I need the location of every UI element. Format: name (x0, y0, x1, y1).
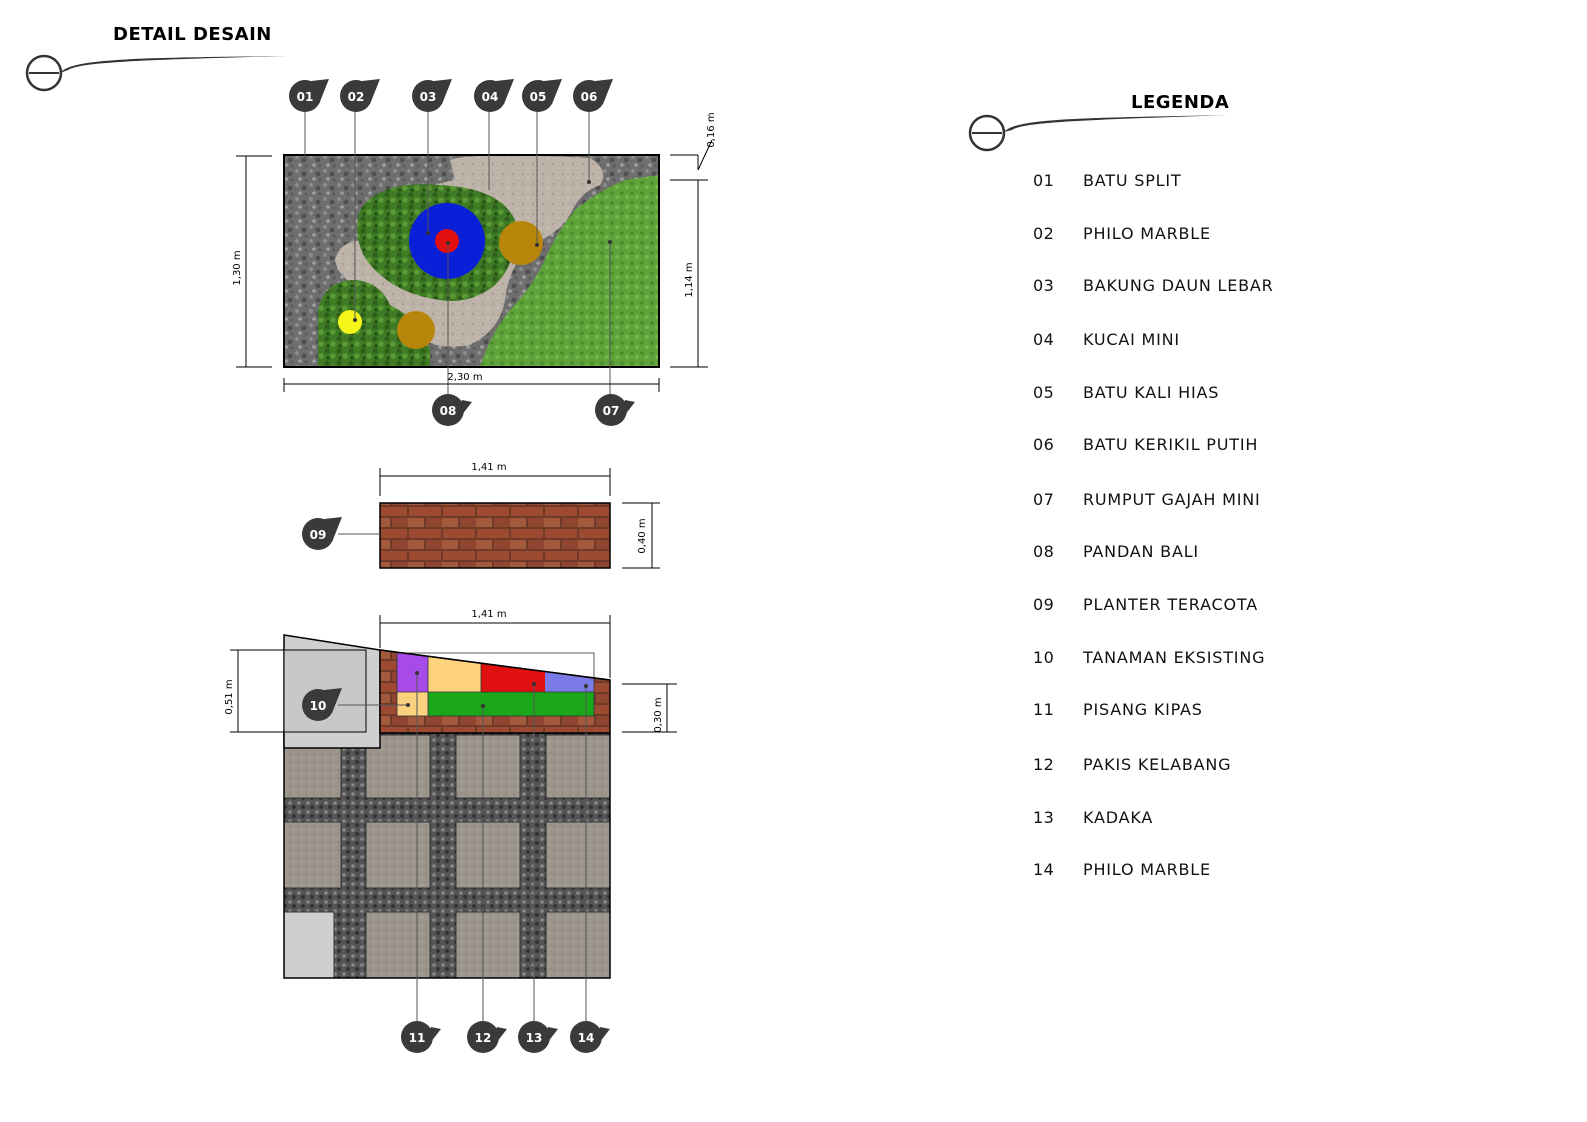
marker-05: 05 (522, 79, 562, 112)
legend-num: 03 (1033, 276, 1055, 295)
marker-label: 04 (482, 90, 499, 104)
marker-label: 05 (530, 90, 547, 104)
marker-10: 10 (302, 688, 342, 721)
legend-label: PLANTER TERACOTA (1083, 595, 1258, 614)
legend-num: 04 (1033, 330, 1055, 349)
marker-label: 13 (526, 1031, 543, 1045)
pond-center (435, 229, 459, 253)
marker-label: 08 (440, 404, 457, 418)
dim-bed-left-height: 0,51 m (224, 679, 235, 714)
dim-plan-width: 2,30 m (447, 372, 482, 383)
marker-02: 02 (340, 79, 380, 112)
legend-label: PAKIS KELABANG (1083, 755, 1232, 774)
marker-label: 09 (310, 528, 327, 542)
legend-label: PISANG KIPAS (1083, 700, 1203, 719)
marker-01: 01 (289, 79, 329, 112)
dim-planter-height: 0,40 m (637, 518, 648, 553)
grass-area (480, 175, 659, 367)
title-underline-icon (25, 54, 288, 92)
marker-label: 03 (420, 90, 437, 104)
dim-plan-top-offset: 0,16 m (706, 112, 717, 147)
marker-label: 11 (409, 1031, 426, 1045)
marker-09: 09 (302, 517, 342, 550)
marker-label: 14 (578, 1031, 595, 1045)
legend-num: 01 (1033, 171, 1055, 190)
legend-label: TANAMAN EKSISTING (1083, 648, 1266, 667)
legend-num: 10 (1033, 648, 1055, 667)
legend-title: LEGENDA (1131, 92, 1230, 113)
page-title: DETAIL DESAIN (113, 24, 272, 45)
marker-label: 06 (581, 90, 598, 104)
marker-06: 06 (573, 79, 613, 112)
marker-04: 04 (474, 79, 514, 112)
dim-bed-right-height: 0,30 m (653, 697, 664, 732)
dim-plan-height: 1,30 m (232, 250, 243, 285)
legend-label: BAKUNG DAUN LEBAR (1083, 276, 1274, 295)
marker-13: 13 (518, 1021, 558, 1053)
dim-planter-width: 1,41 m (471, 462, 506, 473)
marker-label: 01 (297, 90, 314, 104)
bed-view (230, 615, 677, 1022)
marker-label: 12 (475, 1031, 492, 1045)
legend-num: 08 (1033, 542, 1055, 561)
plan-view (236, 110, 713, 398)
legend-label: BATU KALI HIAS (1083, 383, 1220, 402)
legend-num: 09 (1033, 595, 1055, 614)
legend-label: KUCAI MINI (1083, 330, 1180, 349)
legend-label: PHILO MARBLE (1083, 860, 1211, 879)
planter-view (338, 468, 660, 569)
legend-label: RUMPUT GAJAH MINI (1083, 490, 1261, 509)
legend-num: 12 (1033, 755, 1055, 774)
legend-label: PANDAN BALI (1083, 542, 1199, 561)
legend-underline-icon (968, 114, 1230, 152)
dim-bed-width: 1,41 m (471, 609, 506, 620)
marker-11: 11 (401, 1021, 441, 1053)
legend-num: 13 (1033, 808, 1055, 827)
marker-07: 07 (595, 394, 635, 426)
legend-num: 11 (1033, 700, 1055, 719)
marker-label: 07 (603, 404, 620, 418)
legend-num: 05 (1033, 383, 1055, 402)
legend-num: 06 (1033, 435, 1055, 454)
legend-num: 07 (1033, 490, 1055, 509)
marker-14: 14 (570, 1021, 610, 1053)
yellow-plant (338, 310, 362, 334)
stone-1 (499, 221, 543, 265)
legend-label: BATU SPLIT (1083, 171, 1182, 190)
marker-12: 12 (467, 1021, 507, 1053)
legend-num: 14 (1033, 860, 1055, 879)
marker-08: 08 (432, 394, 472, 426)
legend-label: BATU KERIKIL PUTIH (1083, 435, 1259, 454)
legend-label: KADAKA (1083, 808, 1154, 827)
stone-2 (397, 311, 435, 349)
marker-label: 10 (310, 699, 327, 713)
marker-03: 03 (412, 79, 452, 112)
shrub-area-lower (318, 280, 430, 367)
legend-label: PHILO MARBLE (1083, 224, 1211, 243)
marker-label: 02 (348, 90, 365, 104)
dim-plan-right-height: 1,14 m (684, 262, 695, 297)
legend-num: 02 (1033, 224, 1055, 243)
